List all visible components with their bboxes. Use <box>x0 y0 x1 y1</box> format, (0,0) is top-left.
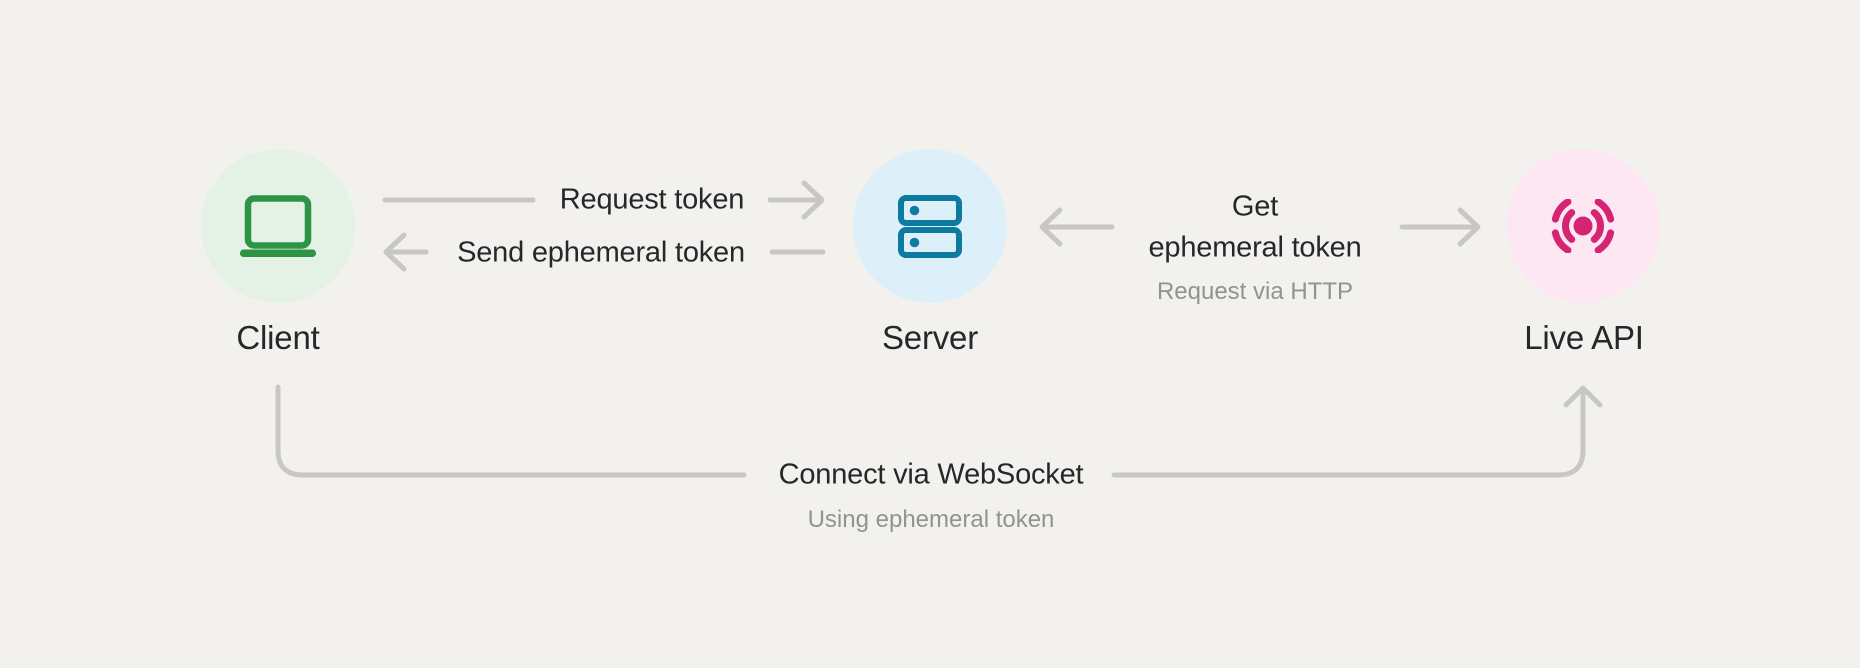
laptop-icon <box>240 195 316 257</box>
websocket-sublabel: Using ephemeral token <box>807 506 1055 533</box>
websocket-path-left <box>275 384 747 478</box>
websocket-path-right <box>1111 388 1586 478</box>
live-api-label: Live API <box>1524 319 1644 356</box>
get-ephemeral-left-arrow <box>1039 207 1115 247</box>
websocket-label: Connect via WebSocket <box>778 458 1084 491</box>
request-token-label: Request token <box>559 183 745 216</box>
client-node <box>201 149 355 303</box>
send-ephemeral-label: Send ephemeral token <box>457 236 745 269</box>
live-api-node <box>1506 149 1660 303</box>
server-label: Server <box>882 319 978 356</box>
get-ephemeral-right-arrow <box>1399 207 1481 247</box>
request-token-arrow <box>767 180 825 220</box>
get-ephemeral-label-line2: ephemeral token <box>1148 231 1362 264</box>
get-ephemeral-sublabel: Request via HTTP <box>1156 278 1354 305</box>
websocket-arrowhead <box>1563 385 1603 408</box>
send-ephemeral-arrow <box>383 232 429 272</box>
broadcast-icon <box>1551 199 1615 253</box>
server-node <box>853 149 1007 303</box>
get-ephemeral-label-line1: Get <box>1231 190 1279 223</box>
client-label: Client <box>236 319 320 356</box>
server-stack-icon <box>898 194 962 258</box>
